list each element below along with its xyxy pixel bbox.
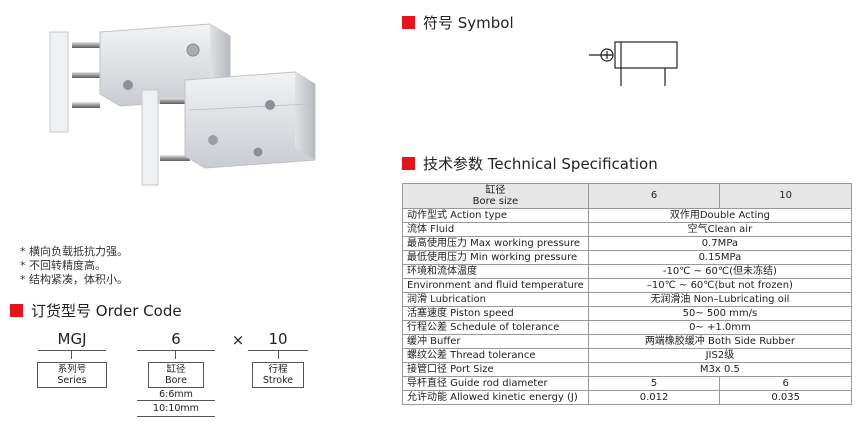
product-photo (49, 23, 316, 186)
bore-col-header: 6 (587, 183, 721, 209)
bore-underline (137, 350, 215, 351)
series-box: 系列号 Series (37, 362, 107, 388)
table-row: 环境和流体温度-10℃ ~ 60℃(但未冻结) (402, 264, 853, 279)
bore-options-divider (137, 400, 215, 401)
model-value: MGJ (57, 330, 87, 348)
bore-tick (175, 351, 176, 359)
feature-item: * 结构紧凑，体积小。 (20, 273, 128, 286)
feature-item: * 不回转精度高。 (20, 259, 106, 272)
table-row: Environment and fluid temperature–10℃ ~ … (402, 278, 853, 293)
order-code-heading: 订货型号 Order Code (10, 300, 182, 321)
bore-box: 缸径 Bore (148, 362, 204, 388)
model-underline (38, 350, 106, 351)
stroke-underline (248, 350, 308, 351)
symbol-heading: 符号 Symbol (402, 12, 514, 33)
bore-col-header: 10 (719, 183, 852, 209)
red-square-icon (402, 157, 415, 170)
bore-options-bottom (137, 416, 215, 417)
bore-option: 10:10mm (153, 403, 199, 414)
bore-size-header: 缸径 Bore size (402, 183, 589, 209)
feature-item: * 横向负载抵抗力强。 (20, 245, 128, 258)
feature-list: * 横向负载抵抗力强。 * 不回转精度高。 * 结构紧凑，体积小。 (20, 245, 128, 287)
stroke-box: 行程 Stroke (252, 362, 304, 388)
times-sign: × (231, 331, 245, 349)
bore-value: 6 (171, 330, 181, 348)
red-square-icon (10, 304, 23, 317)
stroke-tick (278, 351, 279, 359)
cylinder-symbol (589, 41, 678, 86)
stroke-value: 10 (268, 330, 288, 348)
model-tick (71, 351, 72, 359)
table-header-row: 缸径 Bore size 6 10 (402, 183, 852, 209)
bore-option: 6:6mm (159, 389, 193, 400)
red-square-icon (402, 16, 415, 29)
tech-spec-heading: 技术参数 Technical Specification (402, 153, 658, 174)
